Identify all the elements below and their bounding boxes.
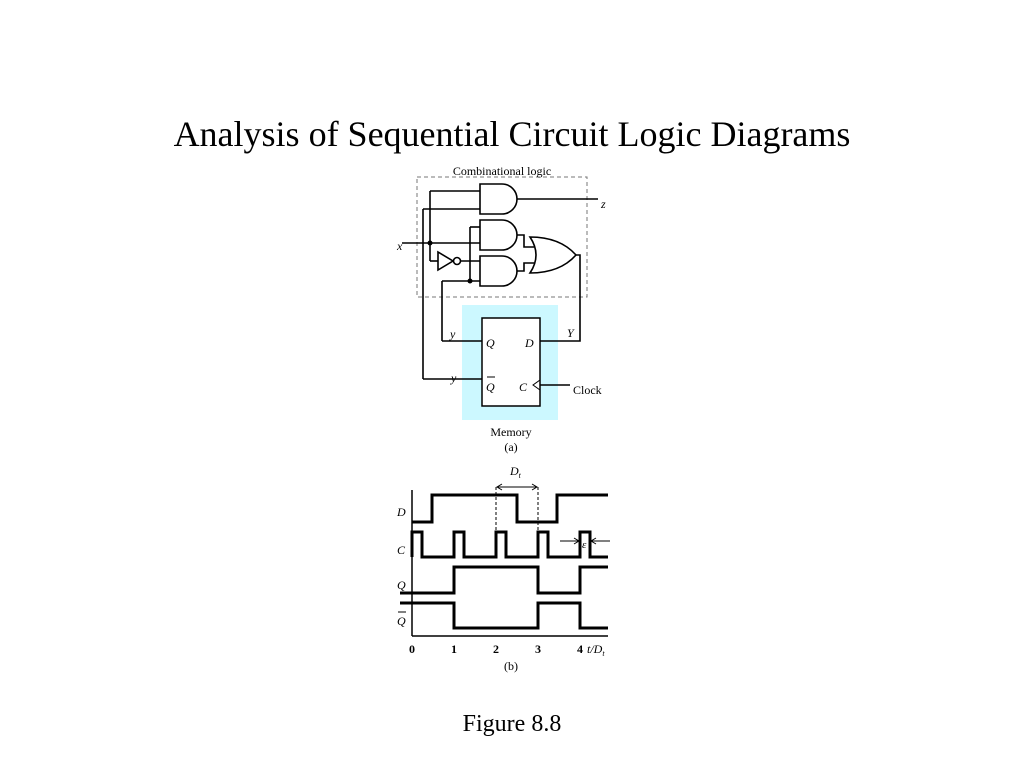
figure-caption: Figure 8.8: [462, 711, 562, 737]
tick-label: 2: [493, 642, 499, 656]
part-b-label: (b): [504, 659, 518, 673]
and-gate-2: [479, 219, 518, 251]
clock-triangle-icon: [532, 379, 541, 391]
signal-label-Q-bar: Q: [397, 614, 406, 628]
tick-label: 1: [451, 642, 457, 656]
delay-label: Dt: [509, 464, 522, 480]
signal-label-D: D: [396, 505, 406, 519]
signal-Y-label: Y: [567, 326, 575, 340]
combinational-logic-box: [416, 176, 588, 298]
timing-diagram: Dt ε D C Q Q 0 1 2 3 4 t/Dt (b): [396, 464, 610, 673]
waveform-D: [412, 493, 608, 524]
waveform-Q: [400, 565, 608, 595]
and-gate-1: [479, 183, 518, 215]
pin-C-label: C: [519, 380, 528, 394]
input-x-label: x: [396, 239, 403, 253]
pin-Q-bar-label: Q: [486, 380, 495, 394]
clock-label: Clock: [573, 383, 602, 397]
part-a-label: (a): [504, 440, 517, 454]
tick-label: 0: [409, 642, 415, 656]
inverter-bubble: [452, 256, 462, 266]
combinational-logic-label: Combinational logic: [453, 164, 551, 178]
tick-label: 4: [577, 642, 583, 656]
flip-flop-box: [481, 317, 541, 407]
epsilon-label: ε: [582, 539, 587, 551]
time-axis-label: t/Dt: [587, 642, 605, 658]
junction-dot: [467, 278, 473, 284]
waveform-C: [410, 530, 608, 559]
signal-label-Q: Q: [397, 578, 406, 592]
inverter: [437, 250, 455, 272]
waveform-Q-bar: [400, 601, 608, 630]
output-z-label: z: [600, 197, 606, 211]
and-gate-3: [479, 255, 518, 287]
pin-Q-label: Q: [486, 336, 495, 350]
or-gate: [528, 236, 578, 274]
slide-title: Analysis of Sequential Circuit Logic Dia…: [173, 114, 851, 154]
pin-D-label: D: [524, 336, 534, 350]
circuit-diagram: Combinational logic Q D Q C z x y: [396, 164, 606, 454]
signal-y-label: y: [449, 327, 456, 341]
signal-y-bar-label: y: [450, 371, 457, 385]
memory-label: Memory: [490, 425, 531, 439]
junction-dot: [427, 240, 433, 246]
signal-label-C: C: [397, 543, 406, 557]
tick-label: 3: [535, 642, 541, 656]
